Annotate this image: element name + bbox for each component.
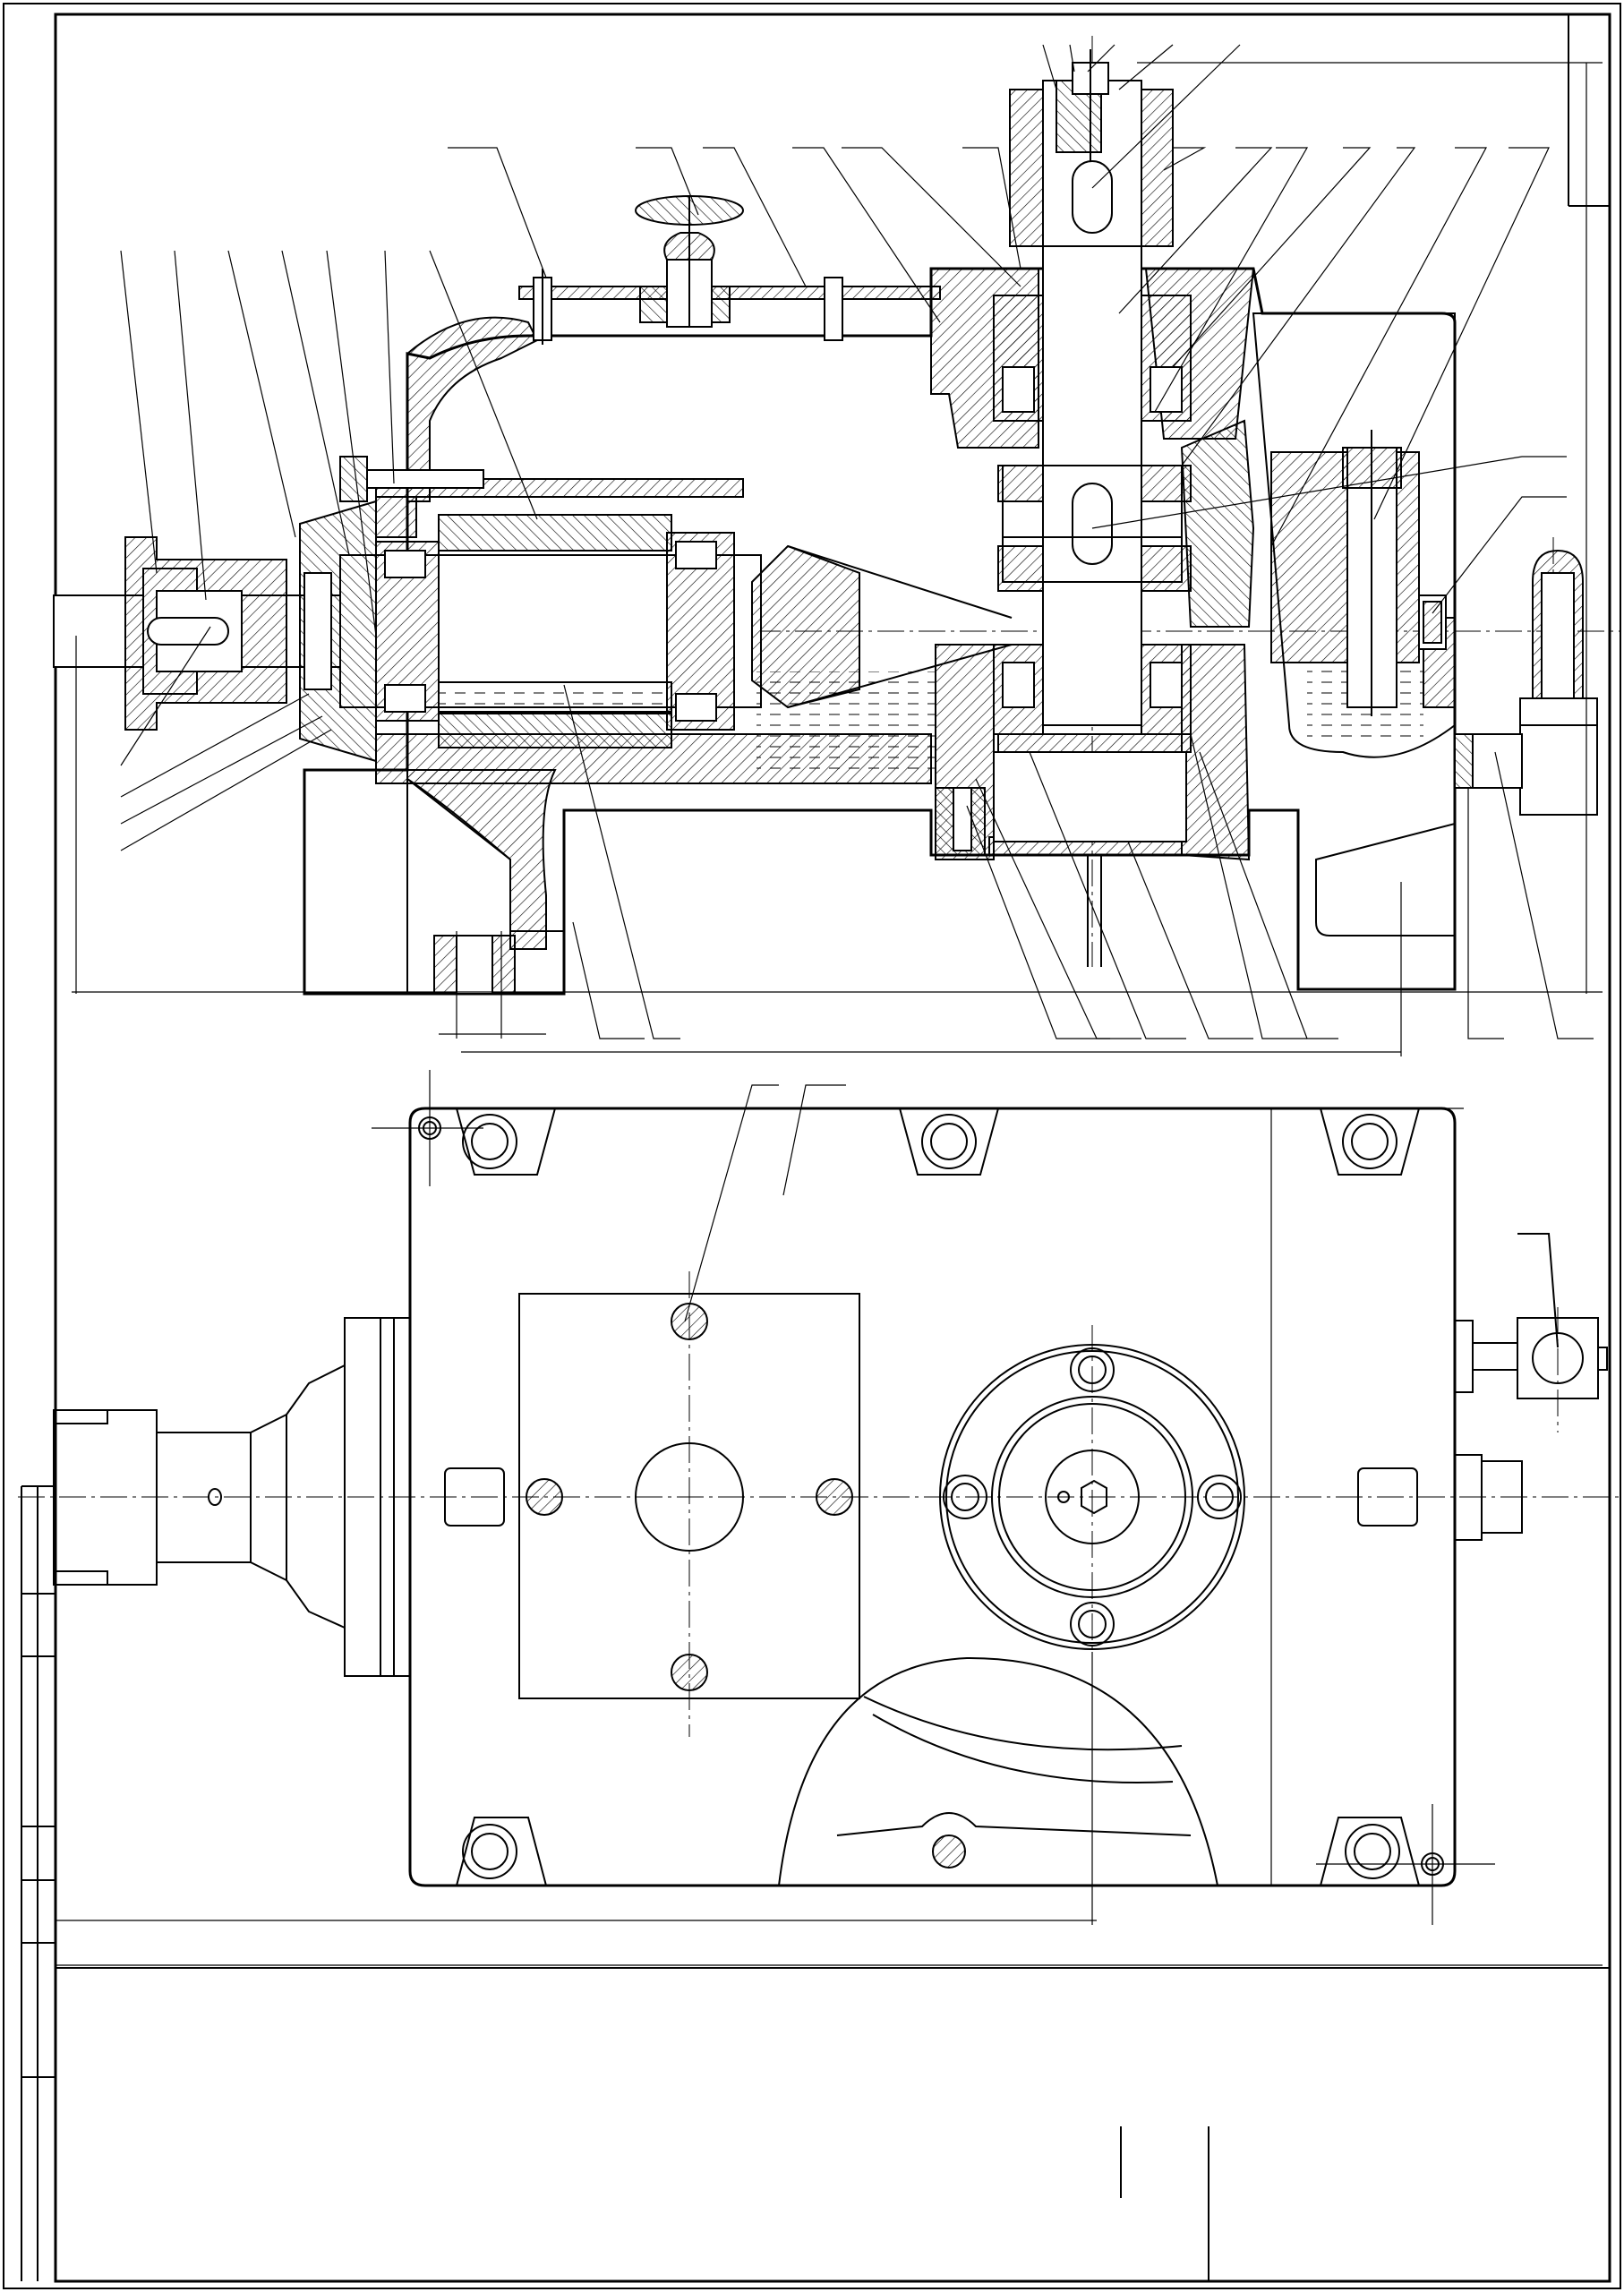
- mounting-bolt-holes: [418, 1114, 1444, 1879]
- dimension-lines: [72, 62, 1603, 1056]
- title-block: [56, 1967, 1610, 2281]
- output-bearing-bottom: [993, 644, 1192, 735]
- bearing-cap-left: [299, 500, 377, 763]
- binding-strip: [21, 1485, 56, 2281]
- housing-plan-outline: [408, 1107, 1457, 1887]
- input-bearing-right: [666, 532, 735, 731]
- cover-plate: [518, 1293, 860, 1699]
- side-boss-right: [1357, 1467, 1418, 1527]
- base-foot-right: [1315, 822, 1456, 936]
- leader-lines: [120, 44, 1594, 1039]
- input-shaft-plan: [53, 1317, 411, 1677]
- output-bearing-top: [993, 295, 1192, 422]
- housing-right-end: [1252, 312, 1456, 758]
- side-boss-left: [444, 1467, 505, 1527]
- inspection-cover: [518, 195, 941, 328]
- bevel-wheel: [1180, 419, 1255, 628]
- drain-plug: [1418, 594, 1447, 650]
- gear-wheel-arc: [778, 1656, 1218, 1886]
- output-flange: [939, 1344, 1245, 1650]
- oil-sight-gauge: [1454, 549, 1598, 816]
- oil-bath: [756, 671, 936, 770]
- plan-dimension-lines: [56, 1070, 1603, 1966]
- section-view: [53, 36, 1620, 1056]
- bearing-sleeve: [438, 514, 672, 748]
- plan-view: [18, 1070, 1620, 1966]
- cover-screw-right: [824, 277, 843, 341]
- bottom-bearing-cap: [935, 751, 1187, 967]
- drain-plug-plan: [1454, 1454, 1523, 1541]
- oil-gauge-plan: [1454, 1233, 1608, 1399]
- input-bearing-left: [375, 541, 440, 722]
- sheet-frame: [3, 3, 1621, 2289]
- cover-screw-left: [533, 269, 552, 345]
- output-coupling: [1009, 49, 1174, 247]
- plan-leaders: [684, 1084, 846, 1322]
